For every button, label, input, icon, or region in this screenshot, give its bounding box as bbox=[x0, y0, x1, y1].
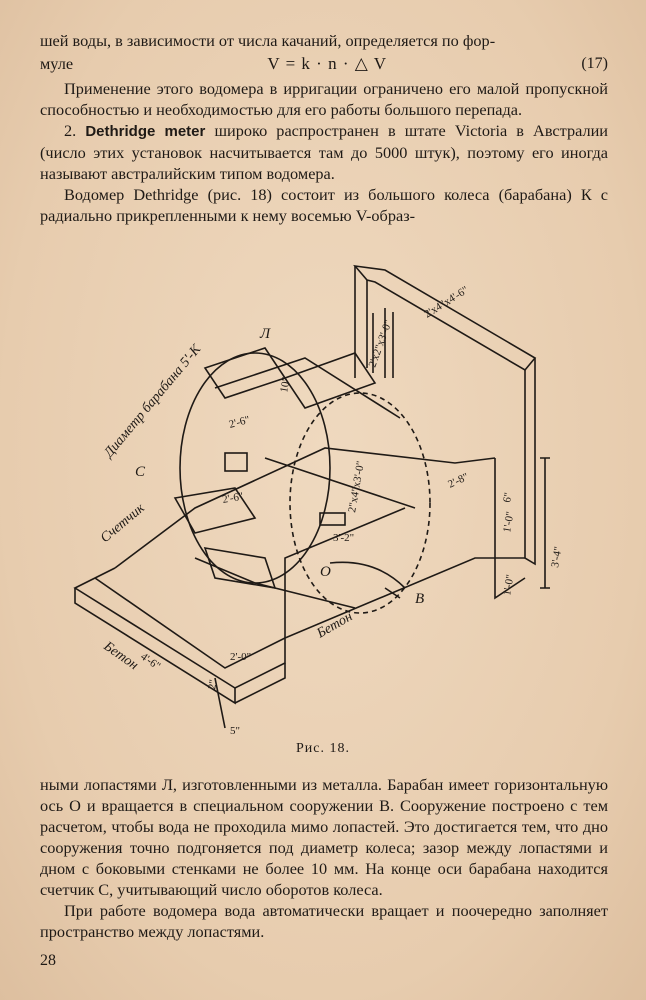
right-post bbox=[524, 358, 536, 566]
page-number: 28 bbox=[40, 952, 56, 969]
label-B: В bbox=[415, 591, 424, 607]
axle bbox=[264, 457, 416, 509]
dim-1-0-upper: 1'-0" bbox=[501, 511, 516, 534]
beton-leader bbox=[329, 561, 406, 589]
counter-box bbox=[224, 452, 248, 472]
dim-4-6: 4'-6" bbox=[138, 651, 162, 673]
dim-10in: 10" bbox=[278, 376, 293, 393]
vane-2 bbox=[283, 352, 377, 409]
equation-number: (17) bbox=[581, 54, 608, 72]
axle-block bbox=[319, 512, 346, 526]
paragraph-operation: При работе водомера вода автоматически в… bbox=[40, 901, 608, 941]
side-wall bbox=[284, 507, 406, 638]
label-counter: Счетчик bbox=[98, 501, 148, 546]
formula: V = k · n · △ V bbox=[267, 53, 388, 73]
channel-inner bbox=[94, 577, 286, 669]
right-wall bbox=[494, 458, 526, 600]
text-line-1: шей воды, в зависимости от числа качаний… bbox=[40, 31, 496, 50]
paragraph-dethridge-rest: широко распространен в штате Victoria в … bbox=[40, 121, 609, 183]
label-beton-2: Бетон bbox=[314, 609, 356, 642]
dim-1-0-lower: 1'-0" bbox=[501, 574, 516, 597]
vane-3 bbox=[173, 487, 257, 534]
paragraph-drum: Водомер Dethridge (рис. 18) состоит из б… bbox=[40, 185, 608, 225]
dim-2x2: 2'x2"x3'-0" bbox=[367, 318, 395, 369]
dim-2-8: 2'-8" bbox=[446, 471, 470, 491]
label-beton-1: Бетон bbox=[100, 638, 141, 673]
dethridge-meter-term: Dethridge meter bbox=[85, 123, 206, 140]
text-line: шей воды, в зависимости от числа качаний… bbox=[40, 30, 608, 51]
dim-5in: 5" bbox=[230, 725, 240, 737]
channel-base-edge bbox=[74, 588, 236, 705]
text-line-2: муле bbox=[40, 53, 74, 73]
figure-18-diagram: Л С О В Диаметр барабана 5'-К Счетчик Бе… bbox=[73, 264, 565, 737]
bottom-text-block: ными лопастями Л, изготовленными из мета… bbox=[40, 774, 608, 942]
paragraph-application: Применение этого водомера в ирригации ог… bbox=[40, 79, 608, 119]
label-diameter: Диаметр барабана 5'-К bbox=[100, 342, 204, 462]
dim-3-2: 3'-2" bbox=[333, 532, 354, 544]
paragraph-vanes: ными лопастями Л, изготовленными из мета… bbox=[40, 775, 608, 899]
b-arrow bbox=[384, 587, 401, 599]
dim-line-right bbox=[540, 457, 550, 589]
dim-2-6-mid: 2'-6" bbox=[221, 490, 244, 505]
item-number: 2. bbox=[64, 121, 86, 140]
formula-line: муле V = k · n · △ V (17) bbox=[40, 51, 608, 75]
small-posts bbox=[372, 308, 394, 378]
top-text-block: шей воды, в зависимости от числа качаний… bbox=[40, 30, 608, 226]
dim-leader-bottom bbox=[214, 677, 226, 729]
left-post bbox=[354, 266, 368, 378]
dim-6in: 6" bbox=[501, 492, 515, 504]
dim-3-4: 3'-4" bbox=[549, 546, 564, 569]
channel-base-right bbox=[234, 663, 286, 704]
dim-2-0: 2'-0" bbox=[230, 651, 251, 663]
figure-caption: Рис. 18. bbox=[296, 741, 350, 756]
dim-2in: 2" bbox=[206, 679, 220, 691]
dim-2-6-top: 2'-6" bbox=[228, 414, 252, 431]
label-C: С bbox=[135, 464, 146, 480]
label-L: Л bbox=[259, 326, 271, 342]
drum-back bbox=[289, 392, 431, 614]
label-O: О bbox=[320, 564, 331, 580]
channel-base-front bbox=[73, 557, 525, 689]
vane-4 bbox=[203, 546, 277, 590]
drum-links bbox=[194, 357, 401, 609]
paragraph-dethridge: 2. Dethridge meter широко распространен … bbox=[40, 120, 608, 184]
channel-back-rim bbox=[114, 447, 496, 569]
